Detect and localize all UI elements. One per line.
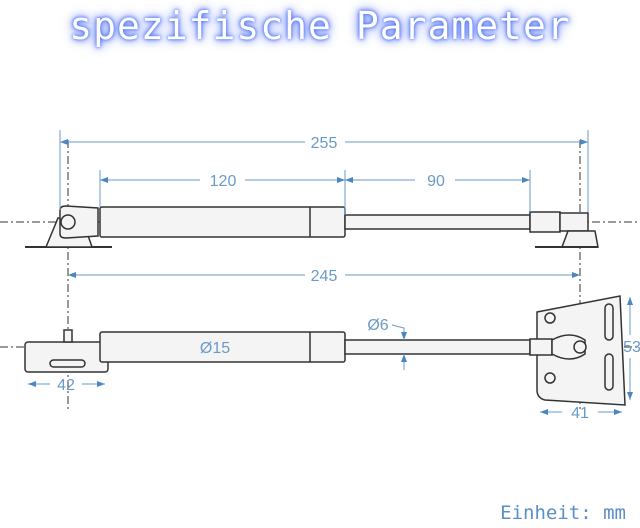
dim-body-length: 120 <box>210 173 237 190</box>
unit-label: Einheit: mm <box>500 502 626 524</box>
dim-rod-diameter: Ø6 <box>367 317 388 334</box>
dim-stroke: 90 <box>427 173 445 190</box>
pivot-icon <box>60 214 76 230</box>
dim-right-bracket-height: 53 <box>623 339 640 356</box>
dim-overall-length: 255 <box>311 135 338 152</box>
page-title: spezifische Parameter <box>69 4 571 48</box>
dim-left-bracket-width: 42 <box>57 377 75 394</box>
dim-right-bracket-width: 41 <box>571 405 589 422</box>
gas-spring-top <box>25 205 599 248</box>
dim-center-distance: 245 <box>311 268 338 285</box>
gas-spring-bottom <box>24 295 626 406</box>
dim-body-diameter: Ø15 <box>200 340 230 357</box>
